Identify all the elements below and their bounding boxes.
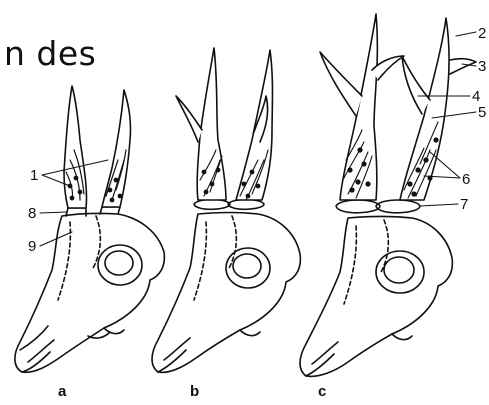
skull-c bbox=[300, 14, 476, 376]
label-1: 1 bbox=[30, 168, 38, 183]
label-2: 2 bbox=[478, 26, 486, 41]
panel-letter-b: b bbox=[190, 384, 199, 399]
panel-letter-a: a bbox=[58, 384, 66, 399]
label-9: 9 bbox=[28, 239, 36, 254]
label-8: 8 bbox=[28, 206, 36, 221]
label-5: 5 bbox=[478, 105, 486, 120]
label-4: 4 bbox=[472, 89, 480, 104]
label-6: 6 bbox=[462, 172, 470, 187]
label-3: 3 bbox=[478, 59, 486, 74]
panel-letter-c: c bbox=[318, 384, 326, 399]
skull-a bbox=[15, 86, 164, 372]
label-7: 7 bbox=[460, 197, 468, 212]
skull-b bbox=[152, 48, 300, 372]
